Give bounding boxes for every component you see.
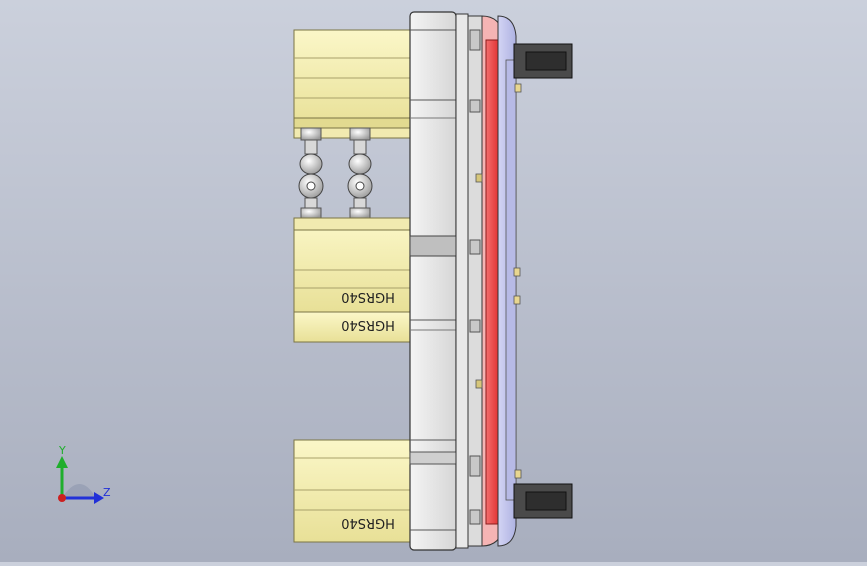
rail-label-hgrs40-1: HGRS40	[341, 289, 395, 304]
linear-rail-block-bottom[interactable]: HGRS40	[293, 439, 411, 543]
origin-icon	[58, 494, 66, 502]
spacer-plate[interactable]	[455, 13, 483, 549]
mounting-plate[interactable]	[409, 11, 457, 551]
y-axis-arrow-icon	[56, 456, 68, 468]
z-axis-arrow-icon	[94, 492, 104, 504]
purple-backing-plate[interactable]	[497, 15, 517, 547]
coordinate-triad: Y Z	[56, 444, 111, 504]
rail-label-hgrs40-2: HGRS40	[341, 317, 395, 332]
z-axis-label: Z	[103, 486, 111, 499]
linear-rail-block-middle[interactable]: HGRS40 HGRS40	[293, 217, 411, 343]
clamp-top[interactable]	[513, 43, 573, 79]
clamp-bottom[interactable]	[513, 483, 573, 519]
y-axis-label: Y	[58, 444, 66, 457]
linear-rail-block-top[interactable]	[293, 29, 411, 139]
rod-end-link-right[interactable]	[347, 127, 373, 219]
rod-end-link-left[interactable]	[298, 127, 324, 219]
rail-label-hgrs40-3: HGRS40	[341, 515, 395, 530]
